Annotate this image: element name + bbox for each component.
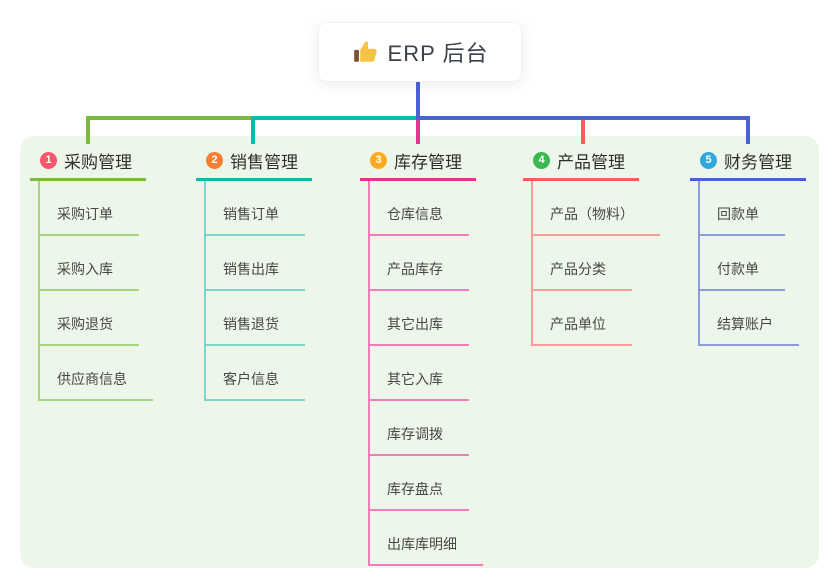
mindmap-node[interactable]: 付款单 <box>700 236 785 291</box>
mindmap-node[interactable]: 出库库明细 <box>370 511 483 566</box>
branch-3-label: 库存管理 <box>394 153 462 172</box>
mindmap-node[interactable]: 产品单位 <box>533 291 632 346</box>
mindmap-node[interactable]: 其它出库 <box>370 291 469 346</box>
mindmap-node[interactable]: 库存调拨 <box>370 401 469 456</box>
bus-segment-3 <box>416 116 750 120</box>
branch-4-children: 产品（物料）产品分类产品单位 <box>531 181 660 346</box>
mindmap-node[interactable]: 客户信息 <box>206 346 305 401</box>
branch-2-children: 销售订单销售出库销售退货客户信息 <box>204 181 305 401</box>
branch-1-number-badge: 1 <box>40 152 57 169</box>
mindmap-node[interactable]: 回款单 <box>700 181 785 236</box>
branch-3-children: 仓库信息产品库存其它出库其它入库库存调拨库存盘点出库库明细 <box>368 181 483 566</box>
branch-5-header[interactable]: 5 财务管理 <box>690 144 806 181</box>
branch-5-drop-line <box>746 116 750 144</box>
mindmap-node[interactable]: 产品（物料） <box>533 181 660 236</box>
trunk-line <box>416 82 420 120</box>
branch-1-children: 采购订单采购入库采购退货供应商信息 <box>38 181 153 401</box>
branch-2-header[interactable]: 2 销售管理 <box>196 144 312 181</box>
thumbs-up-icon <box>352 39 378 65</box>
branch-1-drop-line <box>86 116 90 144</box>
branch-2-number-badge: 2 <box>206 152 223 169</box>
branch-5-children: 回款单付款单结算账户 <box>698 181 799 346</box>
mindmap-node[interactable]: 销售退货 <box>206 291 305 346</box>
branch-3: 3 库存管理仓库信息产品库存其它出库其它入库库存调拨库存盘点出库库明细 <box>360 144 483 566</box>
branch-5: 5 财务管理回款单付款单结算账户 <box>690 144 806 346</box>
branch-2: 2 销售管理销售订单销售出库销售退货客户信息 <box>196 144 312 401</box>
mindmap-node[interactable]: 结算账户 <box>700 291 799 346</box>
branch-3-drop-line <box>416 120 420 144</box>
mindmap-node[interactable]: 采购退货 <box>40 291 139 346</box>
branches-panel <box>20 136 819 568</box>
branch-4-number-badge: 4 <box>533 152 550 169</box>
mindmap-node[interactable]: 供应商信息 <box>40 346 153 401</box>
bus-segment-2 <box>251 116 416 120</box>
branch-4: 4 产品管理产品（物料）产品分类产品单位 <box>523 144 660 346</box>
branch-1-header[interactable]: 1 采购管理 <box>30 144 146 181</box>
root-label: ERP 后台 <box>387 41 489 66</box>
mindmap-node[interactable]: 采购订单 <box>40 181 139 236</box>
mindmap-node[interactable]: 产品分类 <box>533 236 632 291</box>
branch-4-drop-line <box>581 120 585 144</box>
mindmap-node[interactable]: 销售出库 <box>206 236 305 291</box>
root-node[interactable]: ERP 后台 <box>318 22 522 82</box>
mindmap-node[interactable]: 销售订单 <box>206 181 305 236</box>
mindmap-node[interactable]: 库存盘点 <box>370 456 469 511</box>
branch-1: 1 采购管理采购订单采购入库采购退货供应商信息 <box>30 144 153 401</box>
branch-1-label: 采购管理 <box>64 153 132 172</box>
mindmap-node[interactable]: 其它入库 <box>370 346 469 401</box>
branch-3-number-badge: 3 <box>370 152 387 169</box>
branch-2-label: 销售管理 <box>230 153 298 172</box>
branch-4-header[interactable]: 4 产品管理 <box>523 144 639 181</box>
branch-4-label: 产品管理 <box>557 153 625 172</box>
mindmap-node[interactable]: 采购入库 <box>40 236 139 291</box>
branch-5-number-badge: 5 <box>700 152 717 169</box>
mindmap-node[interactable]: 仓库信息 <box>370 181 469 236</box>
branch-3-header[interactable]: 3 库存管理 <box>360 144 476 181</box>
branch-2-drop-line <box>251 116 255 144</box>
mindmap-node[interactable]: 产品库存 <box>370 236 469 291</box>
branch-5-label: 财务管理 <box>724 153 792 172</box>
bus-segment-1 <box>86 116 251 120</box>
